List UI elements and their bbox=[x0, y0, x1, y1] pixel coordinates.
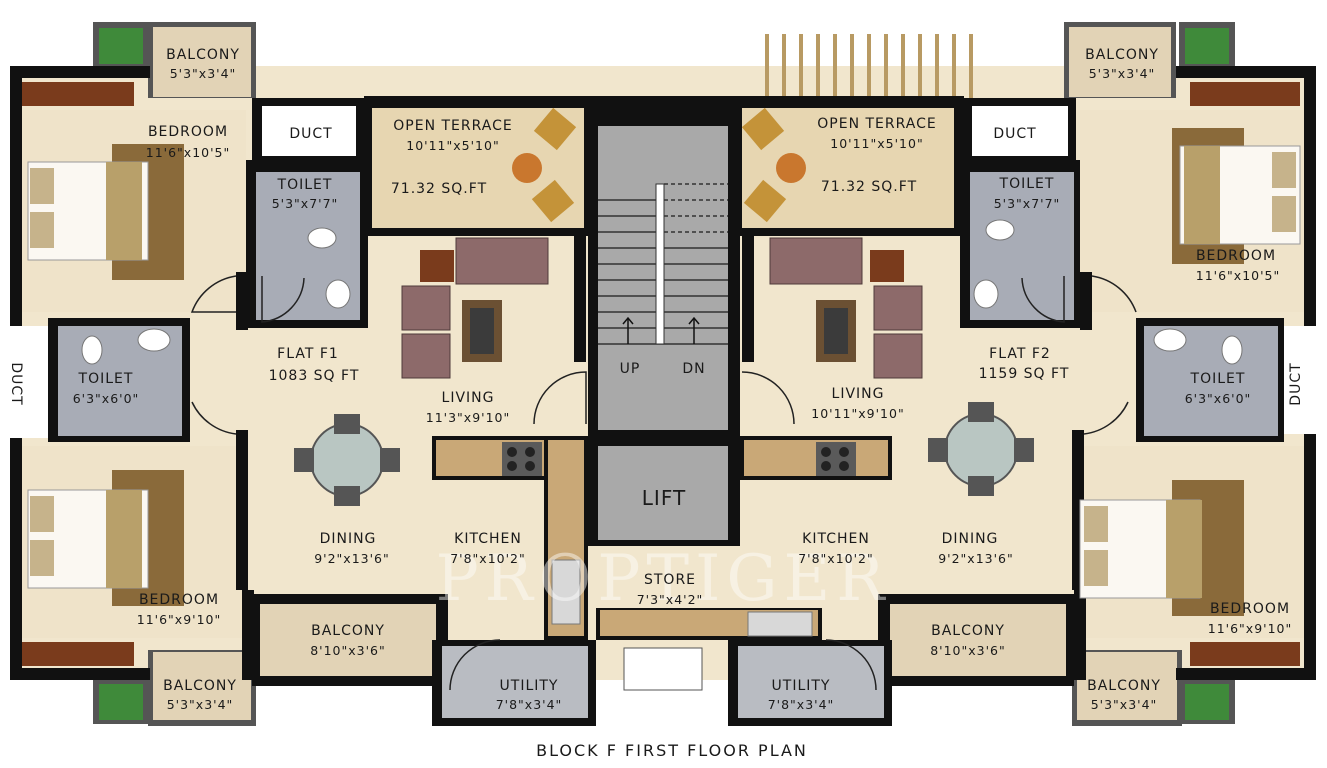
f1-duct-label: DUCT bbox=[289, 126, 332, 142]
pergola bbox=[765, 34, 973, 98]
f2-side-duct-label: DUCT bbox=[1288, 362, 1304, 405]
f2-utility-label: UTILITY bbox=[772, 678, 831, 694]
f2-terrace-dim: 10'11"x5'10" bbox=[830, 136, 923, 151]
f1-toilet-side-label: TOILET bbox=[78, 371, 134, 387]
living-furniture bbox=[401, 237, 923, 379]
f2-toilet-side-dim: 6'3"x6'0" bbox=[1185, 391, 1252, 406]
f1-flat-name: FLAT F1 bbox=[277, 346, 339, 362]
f2-kitchen-label: KITCHEN bbox=[802, 531, 870, 547]
window-shades bbox=[22, 82, 1300, 666]
f2-balcony-mid-dim: 8'10"x3'6" bbox=[930, 643, 1006, 658]
f1-balcony-mid-dim: 8'10"x3'6" bbox=[310, 643, 386, 658]
f2-balcony-bottom-dim: 5'3"x3'4" bbox=[1091, 697, 1158, 712]
f1-terrace-area: 71.32 SQ.FT bbox=[391, 181, 487, 197]
f1-utility-label: UTILITY bbox=[500, 678, 559, 694]
f1-terrace-dim: 10'11"x5'10" bbox=[406, 138, 499, 153]
f2-toilet-side-label: TOILET bbox=[1190, 371, 1246, 387]
f2-terrace-area: 71.32 SQ.FT bbox=[821, 179, 917, 195]
f2-bedroom-bottom-dim: 11'6"x9'10" bbox=[1208, 621, 1293, 636]
f1-utility-dim: 7'8"x3'4" bbox=[496, 697, 563, 712]
f1-living-label: LIVING bbox=[442, 390, 495, 406]
f1-toilet-side-dim: 6'3"x6'0" bbox=[73, 391, 140, 406]
f2-duct-label: DUCT bbox=[993, 126, 1036, 142]
small-balconies bbox=[148, 22, 1182, 726]
f2-bedroom-top-label: BEDROOM bbox=[1196, 248, 1276, 264]
plan-title: BLOCK F FIRST FLOOR PLAN bbox=[536, 741, 808, 760]
f2-utility-dim: 7'8"x3'4" bbox=[768, 697, 835, 712]
watermark: PROPTIGER bbox=[436, 542, 891, 616]
f1-dining-label: DINING bbox=[320, 531, 377, 547]
f2-living-dim: 10'11"x9'10" bbox=[811, 406, 904, 421]
bed-group bbox=[27, 128, 1301, 616]
f1-toilet-top-dim: 5'3"x7'7" bbox=[272, 196, 339, 211]
planter-group bbox=[93, 22, 1235, 724]
f1-side-duct-label: DUCT bbox=[8, 362, 24, 405]
f1-balcony-top-dim: 5'3"x3'4" bbox=[170, 66, 237, 81]
door-swings bbox=[190, 275, 1137, 691]
f1-dining-dim: 9'2"x13'6" bbox=[314, 551, 390, 566]
f1-bedroom-top-label: BEDROOM bbox=[148, 124, 228, 140]
f1-terrace-label: OPEN TERRACE bbox=[393, 118, 512, 134]
f2-kitchen-dim: 7'8"x10'2" bbox=[798, 551, 874, 566]
terrace-furniture bbox=[512, 107, 806, 223]
f1-balcony-bottom-label: BALCONY bbox=[163, 678, 237, 694]
f1-living-dim: 11'3"x9'10" bbox=[426, 410, 511, 425]
stair-up-label: UP bbox=[620, 361, 641, 377]
f1-flat-area: 1083 SQ FT bbox=[269, 368, 360, 384]
f2-bedroom-top-dim: 11'6"x10'5" bbox=[1196, 268, 1281, 283]
f2-dining-dim: 9'2"x13'6" bbox=[938, 551, 1014, 566]
f2-flat-name: FLAT F2 bbox=[989, 346, 1051, 362]
f1-balcony-bottom-dim: 5'3"x3'4" bbox=[167, 697, 234, 712]
f2-flat-area: 1159 SQ FT bbox=[979, 366, 1070, 382]
lift-label: LIFT bbox=[642, 486, 686, 510]
store-label: STORE bbox=[644, 572, 696, 588]
f1-kitchen-label: KITCHEN bbox=[454, 531, 522, 547]
f1-kitchen-dim: 7'8"x10'2" bbox=[450, 551, 526, 566]
stair-down-label: DN bbox=[682, 361, 705, 377]
f1-balcony-mid-label: BALCONY bbox=[311, 623, 385, 639]
kitchen-fixtures bbox=[502, 442, 856, 637]
f1-bedroom-top-dim: 11'6"x10'5" bbox=[146, 145, 231, 160]
f2-balcony-bottom-label: BALCONY bbox=[1087, 678, 1161, 694]
dining-tables bbox=[294, 402, 1034, 506]
f2-balcony-mid-label: BALCONY bbox=[931, 623, 1005, 639]
f2-toilet-top-label: TOILET bbox=[999, 176, 1055, 192]
f2-bedroom-bottom-label: BEDROOM bbox=[1210, 601, 1290, 617]
f2-living-label: LIVING bbox=[832, 386, 885, 402]
f1-bedroom-bottom-label: BEDROOM bbox=[139, 592, 219, 608]
toilet-fixtures bbox=[81, 219, 1243, 365]
f1-balcony-top-label: BALCONY bbox=[166, 47, 240, 63]
f2-terrace-label: OPEN TERRACE bbox=[817, 116, 936, 132]
store-dim: 7'3"x4'2" bbox=[637, 592, 704, 607]
f1-toilet-top-label: TOILET bbox=[277, 177, 333, 193]
f2-balcony-top-dim: 5'3"x3'4" bbox=[1089, 66, 1156, 81]
f1-bedroom-bottom-dim: 11'6"x9'10" bbox=[137, 612, 222, 627]
f2-toilet-top-dim: 5'3"x7'7" bbox=[994, 196, 1061, 211]
f2-dining-label: DINING bbox=[942, 531, 999, 547]
f2-balcony-top-label: BALCONY bbox=[1085, 47, 1159, 63]
